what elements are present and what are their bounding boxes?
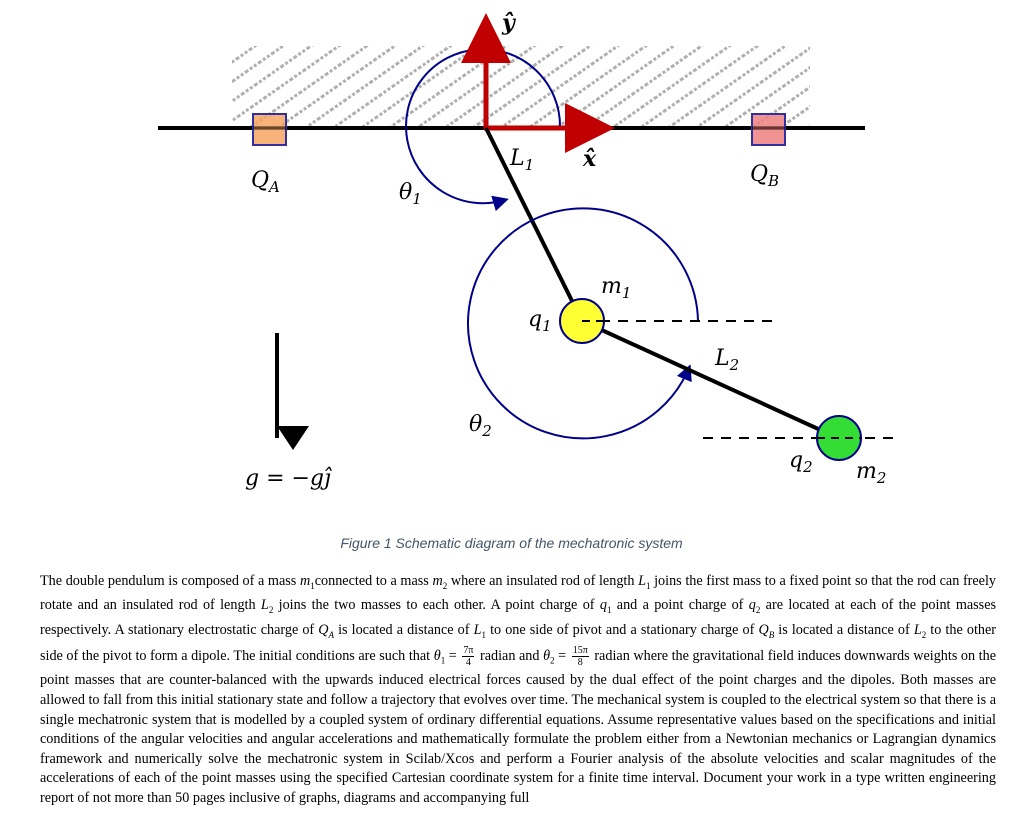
m2-sub: 2 [876, 469, 887, 487]
l1-label: L [509, 146, 525, 171]
svg-text:m1: m1 [601, 274, 631, 302]
qb-sub: B [767, 172, 779, 190]
svg-text:θ2: θ2 [469, 412, 492, 440]
q1-sub: 1 [542, 317, 552, 335]
svg-text:q2: q2 [789, 448, 813, 476]
theta1-arc [405, 48, 562, 212]
rod-1 [484, 127, 584, 322]
y-axis-label: ŷ [501, 10, 517, 36]
theta1-label: θ [399, 180, 412, 205]
gravity-label: g = −gĵ [245, 466, 332, 491]
hatched-ceiling [232, 46, 810, 126]
l2-label: L [714, 346, 730, 371]
svg-text:q1: q1 [528, 307, 552, 335]
theta2-sub: 2 [481, 422, 492, 440]
m1-sub: 1 [622, 284, 632, 302]
svg-text:L1: L1 [509, 146, 534, 174]
l2-sub: 2 [729, 356, 740, 374]
svg-text:QA: QA [251, 168, 280, 196]
m2-label: m [856, 459, 877, 484]
qa-label: Q [251, 168, 269, 193]
svg-text:L2: L2 [714, 346, 739, 374]
svg-text:θ1: θ1 [399, 180, 422, 208]
theta2-label: θ [469, 412, 482, 437]
svg-text:QB: QB [750, 162, 779, 190]
rod-2 [581, 319, 839, 440]
qa-sub: A [267, 178, 280, 196]
q1-label: q [528, 307, 542, 332]
theta1-sub: 1 [412, 190, 422, 208]
x-axis-label: x̂ [582, 146, 597, 172]
theta2-arc [467, 207, 699, 440]
schematic-diagram: ŷ x̂ QA QB L1 L2 θ1 θ2 m1 m2 q1 q2 g = −… [158, 10, 900, 491]
q2-sub: 2 [802, 458, 813, 476]
qb-label: Q [750, 162, 768, 187]
l1-sub: 1 [525, 156, 535, 174]
m1-label: m [601, 274, 622, 299]
body-paragraph: The double pendulum is composed of a mas… [40, 573, 997, 807]
svg-text:m2: m2 [856, 459, 886, 487]
figure-caption: Figure 1 Schematic diagram of the mechat… [340, 535, 683, 551]
q2-label: q [789, 448, 803, 473]
